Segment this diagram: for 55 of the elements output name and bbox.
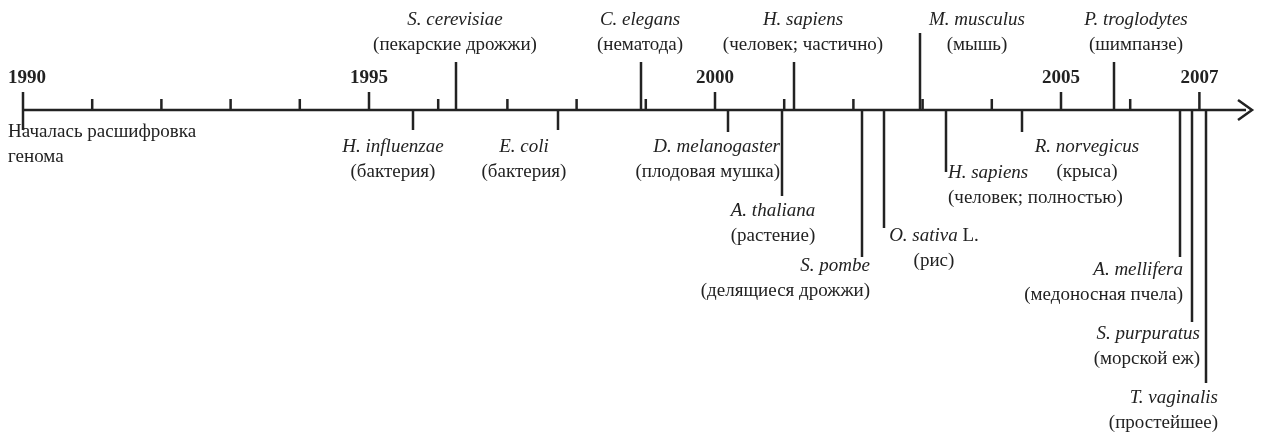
leader-line xyxy=(454,62,458,110)
year-label: 1990 xyxy=(8,66,46,88)
species-name: C. elegans xyxy=(599,7,681,31)
species-name: A. thaliana xyxy=(730,198,816,222)
leader-line xyxy=(792,62,796,110)
common-name: (нематода) xyxy=(596,32,684,56)
species-name: M. musculus xyxy=(928,7,1026,31)
common-name: (человек; полностью) xyxy=(948,185,1123,209)
leader-line xyxy=(882,110,886,228)
leader-line xyxy=(556,110,560,130)
species-name: R. norvegicus xyxy=(1034,134,1140,158)
species-name: P. troglodytes xyxy=(1084,7,1188,31)
common-name: (делящиеся дрожжи) xyxy=(700,278,870,302)
leader-line xyxy=(726,110,730,132)
common-name: (шимпанзе) xyxy=(1088,32,1184,56)
leader-line xyxy=(1112,62,1116,110)
common-name: (медоносная пчела) xyxy=(1024,282,1183,306)
common-name: (простейшее) xyxy=(1108,410,1218,434)
leader-line xyxy=(21,110,25,130)
year-label: 2007 xyxy=(1180,66,1219,88)
leader-line xyxy=(918,33,922,110)
common-name: (рис) xyxy=(913,248,955,272)
leader-line xyxy=(1178,110,1182,257)
leader-line xyxy=(860,110,864,257)
species-name: H. sapiens xyxy=(762,7,844,31)
species-name: O. sativa L. xyxy=(889,223,979,247)
leader-line xyxy=(944,110,948,172)
leader-line xyxy=(1190,110,1194,322)
common-name: (растение) xyxy=(730,223,816,247)
year-label: 2005 xyxy=(1042,66,1080,88)
common-name: (мышь) xyxy=(946,32,1008,56)
species-name: E. coli xyxy=(499,134,549,158)
common-name: (плодовая мушка) xyxy=(635,159,780,183)
common-name: (бактерия) xyxy=(481,159,567,183)
species-name: D. melanogaster xyxy=(653,134,780,158)
species-name: H. sapiens xyxy=(948,160,1029,184)
leader-line xyxy=(1020,110,1024,132)
year-label: 2000 xyxy=(696,66,734,88)
species-name: H. influenzae xyxy=(342,134,444,158)
common-name: (крыса) xyxy=(1056,159,1118,183)
year-label: 1995 xyxy=(350,66,388,88)
species-name: A. mellifera xyxy=(1093,257,1183,281)
leader-line xyxy=(411,110,415,130)
leader-line xyxy=(780,110,784,196)
common-name: (пекарские дрожжи) xyxy=(373,32,537,56)
species-name: S. pombe xyxy=(800,253,870,277)
common-name: (бактерия) xyxy=(350,159,436,183)
species-name: T. vaginalis xyxy=(1129,385,1218,409)
leader-line xyxy=(1204,110,1208,383)
common-name: (морской еж) xyxy=(1093,346,1200,370)
event-caption: Началась расшифровка генома xyxy=(8,119,198,168)
species-name: S. cerevisiae xyxy=(407,7,503,31)
common-name: (человек; частично) xyxy=(722,32,884,56)
leader-line xyxy=(639,62,643,110)
species-name: S. purpuratus xyxy=(1096,321,1200,345)
